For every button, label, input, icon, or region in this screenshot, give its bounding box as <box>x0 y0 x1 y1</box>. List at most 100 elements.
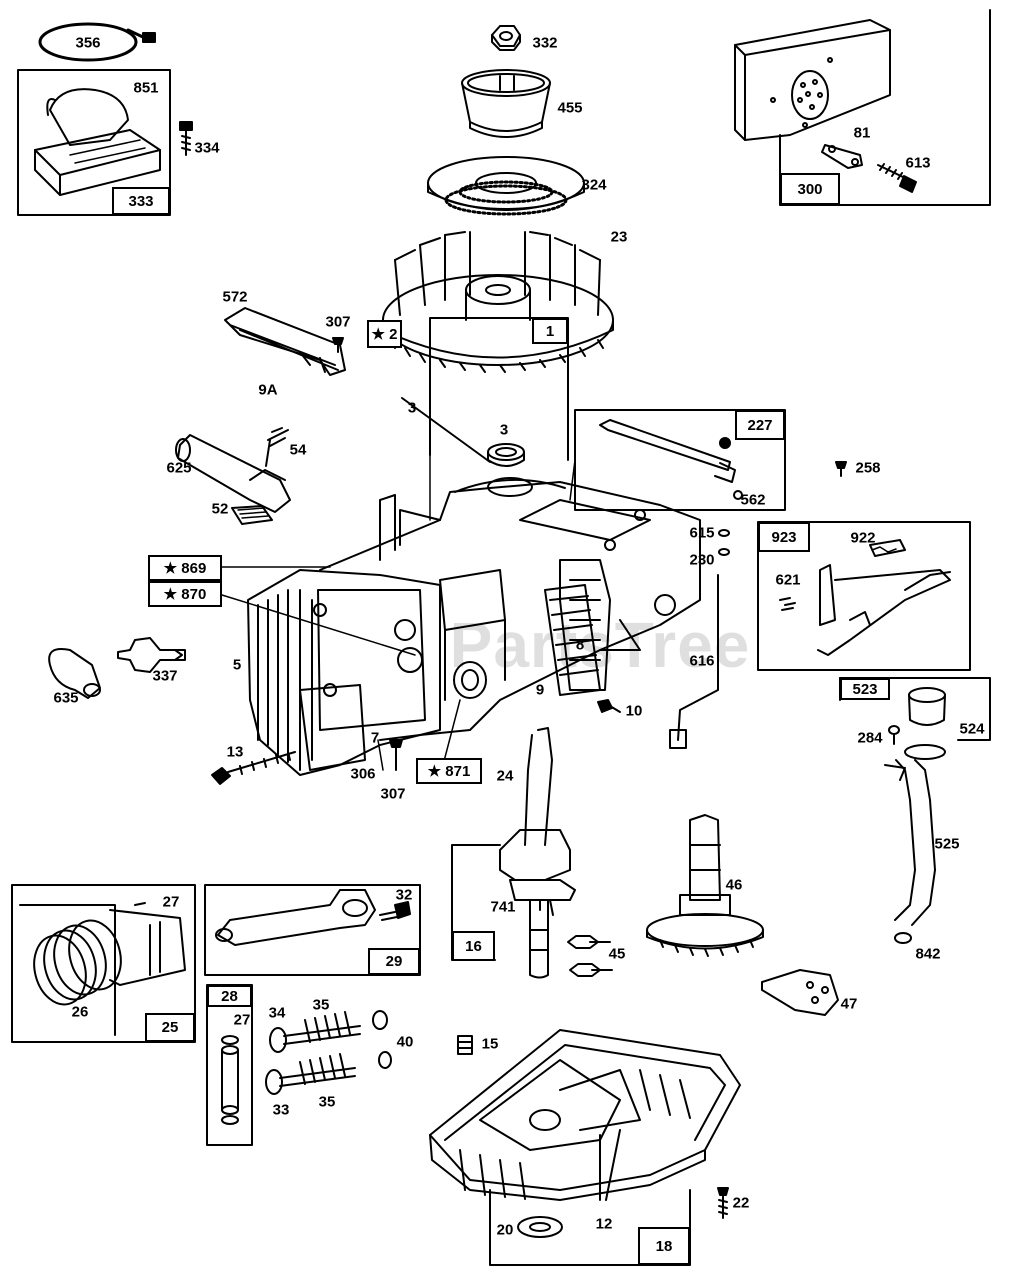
callout-8: 8 <box>575 636 585 654</box>
leader-lines <box>221 454 576 771</box>
callout-46: 46 <box>725 876 743 894</box>
gasket-52-icon <box>231 505 273 525</box>
watermark: PartsTree <box>449 609 751 681</box>
dipstick-icon <box>839 677 991 944</box>
callout-81: 81 <box>853 124 871 142</box>
screw-258-icon <box>835 461 847 477</box>
callout-230: 230 <box>689 551 715 569</box>
wire-lead-icon <box>38 22 156 62</box>
callout-33: 33 <box>272 1101 290 1119</box>
air-guide-icon <box>224 307 346 376</box>
callout-26: 26 <box>71 1003 89 1021</box>
callout-35-upper: 35 <box>312 996 330 1014</box>
callout-5: 5 <box>232 656 242 674</box>
callout-616: 616 <box>689 652 715 670</box>
callout-455: 455 <box>557 99 583 117</box>
callout-23: 23 <box>610 228 628 246</box>
callout-9: 9 <box>535 681 545 699</box>
callout-7: 7 <box>370 729 380 747</box>
crankshaft-icon <box>451 727 576 979</box>
callout-35-lower: 35 <box>318 1093 336 1111</box>
callout-12: 12 <box>595 1215 613 1233</box>
callout-615: 615 <box>689 524 715 542</box>
oil-seal-20-icon <box>517 1216 563 1238</box>
screw-307b-icon <box>389 739 403 771</box>
callout-3-seal: 3 <box>499 421 509 439</box>
spark-plug-icon <box>117 637 186 673</box>
callout-24: 24 <box>496 767 514 785</box>
callout-3-box: 3 <box>407 399 417 417</box>
screw-613-icon <box>877 163 917 193</box>
callout-334: 334 <box>194 139 220 157</box>
screw-10-icon <box>597 699 621 713</box>
cam-gear-icon <box>646 814 764 957</box>
box-29: 29 <box>368 948 420 975</box>
gasket-8-icon <box>544 584 601 696</box>
callout-284: 284 <box>857 729 883 747</box>
callout-356: 356 <box>75 34 101 52</box>
box-2: ★ 2 <box>367 320 402 348</box>
flywheel-screen-icon <box>427 156 585 216</box>
callout-47: 47 <box>840 995 858 1013</box>
lock-plate-icon <box>821 144 863 169</box>
callout-258: 258 <box>855 459 881 477</box>
callout-32: 32 <box>395 886 413 904</box>
callout-332: 332 <box>532 34 558 52</box>
bolt-13-icon <box>211 751 296 785</box>
ignition-armature-icon <box>17 69 171 216</box>
callout-613: 613 <box>905 154 931 172</box>
cylinder-head-icon <box>247 569 441 776</box>
oil-seal-icon <box>487 443 525 467</box>
box-227: 227 <box>735 410 785 440</box>
callout-52: 52 <box>211 500 229 518</box>
callout-922: 922 <box>850 529 876 547</box>
hex-nut-icon <box>491 25 521 51</box>
governor-lever-icon <box>574 409 786 511</box>
screw-307a-icon <box>332 337 344 353</box>
box-1: 1 <box>532 318 568 344</box>
callout-27-piston: 27 <box>162 893 180 911</box>
callout-562: 562 <box>740 491 766 509</box>
box-25: 25 <box>145 1013 195 1042</box>
callout-635: 635 <box>53 689 79 707</box>
block-frame <box>401 317 569 463</box>
governor-control-icon <box>757 521 971 671</box>
muffler-icon <box>734 9 991 206</box>
box-923: 923 <box>758 522 810 552</box>
box-870: ★ 870 <box>148 581 222 607</box>
tappet-45-icon <box>567 935 613 977</box>
box-300: 300 <box>780 173 840 205</box>
callout-324: 324 <box>581 176 607 194</box>
callout-15: 15 <box>481 1035 499 1053</box>
screw-334-icon <box>179 121 193 156</box>
box-28: 28 <box>207 985 252 1007</box>
screw-284-icon <box>888 725 900 745</box>
callout-9a: 9A <box>258 381 278 399</box>
piston-pin-icon <box>206 984 253 1146</box>
callout-22: 22 <box>732 1194 750 1212</box>
box-869: ★ 869 <box>148 555 222 581</box>
spark-plug-cap-icon <box>48 648 101 699</box>
callout-741: 741 <box>490 898 516 916</box>
washer-615-icon <box>718 529 730 556</box>
callout-20: 20 <box>496 1221 514 1239</box>
box-871: ★ 871 <box>416 758 482 784</box>
screw-54-icon <box>265 427 289 467</box>
callout-13: 13 <box>226 743 244 761</box>
box-16: 16 <box>452 931 495 961</box>
callout-54: 54 <box>289 441 307 459</box>
callout-10: 10 <box>625 702 643 720</box>
connecting-rod-icon <box>204 884 421 976</box>
callout-842: 842 <box>915 945 941 963</box>
piston-rings-icon <box>11 884 196 1043</box>
callout-625: 625 <box>166 459 192 477</box>
callout-851: 851 <box>133 79 159 97</box>
breather-47-icon <box>761 969 839 1016</box>
box-333: 333 <box>112 187 170 215</box>
valve-spring-icon <box>265 1010 392 1095</box>
callout-307-bottom: 307 <box>380 785 406 803</box>
callout-45: 45 <box>608 945 626 963</box>
callout-306: 306 <box>350 765 376 783</box>
box-18: 18 <box>638 1227 690 1265</box>
